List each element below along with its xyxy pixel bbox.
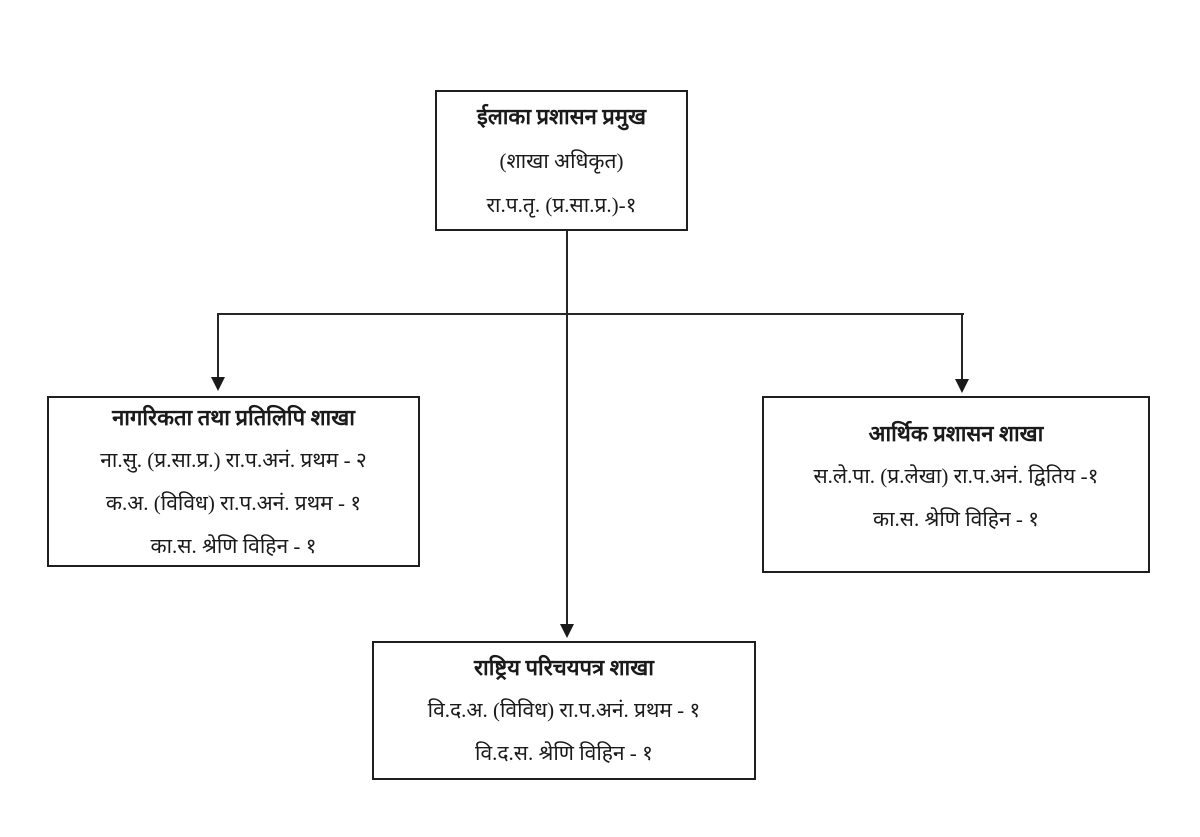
connector-left-vertical-line bbox=[217, 313, 219, 378]
org-node-national-id-branch: राष्ट्रिय परिचयपत्र शाखा वि.द.अ. (विविध)… bbox=[372, 641, 756, 780]
connector-right-vertical-line bbox=[961, 313, 963, 380]
root-subtitle: (शाखा अधिकृत) bbox=[499, 148, 624, 173]
org-node-economic-admin-branch: आर्थिक प्रशासन शाखा स.ले.पा. (प्र.लेखा) … bbox=[762, 396, 1150, 573]
connector-horizontal-line bbox=[217, 313, 964, 315]
branch-title: आर्थिक प्रशासन शाखा bbox=[868, 421, 1044, 446]
branch-row: का.स. श्रेणि विहिन - १ bbox=[150, 533, 317, 558]
arrow-down-icon bbox=[955, 379, 969, 393]
root-position: रा.प.तृ. (प्र.सा.प्र.)-१ bbox=[486, 192, 637, 217]
branch-row: वि.द.स. श्रेणि विहिन - १ bbox=[475, 741, 653, 765]
connector-root-vertical-line bbox=[566, 231, 568, 625]
branch-row: का.स. श्रेणि विहिन - १ bbox=[872, 507, 1040, 531]
branch-row: ना.सु. (प्र.सा.प्र.) रा.प.अनं. प्रथम - २ bbox=[100, 447, 367, 472]
arrow-down-icon bbox=[560, 624, 574, 638]
branch-row: स.ले.पा. (प्र.लेखा) रा.प.अनं. द्वितिय -१ bbox=[813, 464, 1099, 488]
org-node-root: ईलाका प्रशासन प्रमुख (शाखा अधिकृत) रा.प.… bbox=[435, 90, 688, 231]
branch-row: क.अ. (विविध) रा.प.अनं. प्रथम - १ bbox=[105, 490, 362, 515]
arrow-down-icon bbox=[211, 377, 225, 391]
org-node-citizenship-branch: नागरिकता तथा प्रतिलिपि शाखा ना.सु. (प्र.… bbox=[47, 396, 420, 567]
branch-title: राष्ट्रिय परिचयपत्र शाखा bbox=[474, 655, 654, 680]
branch-title: नागरिकता तथा प्रतिलिपि शाखा bbox=[112, 404, 355, 430]
branch-row: वि.द.अ. (विविध) रा.प.अनं. प्रथम - १ bbox=[427, 698, 701, 722]
root-title: ईलाका प्रशासन प्रमुख bbox=[477, 103, 646, 129]
